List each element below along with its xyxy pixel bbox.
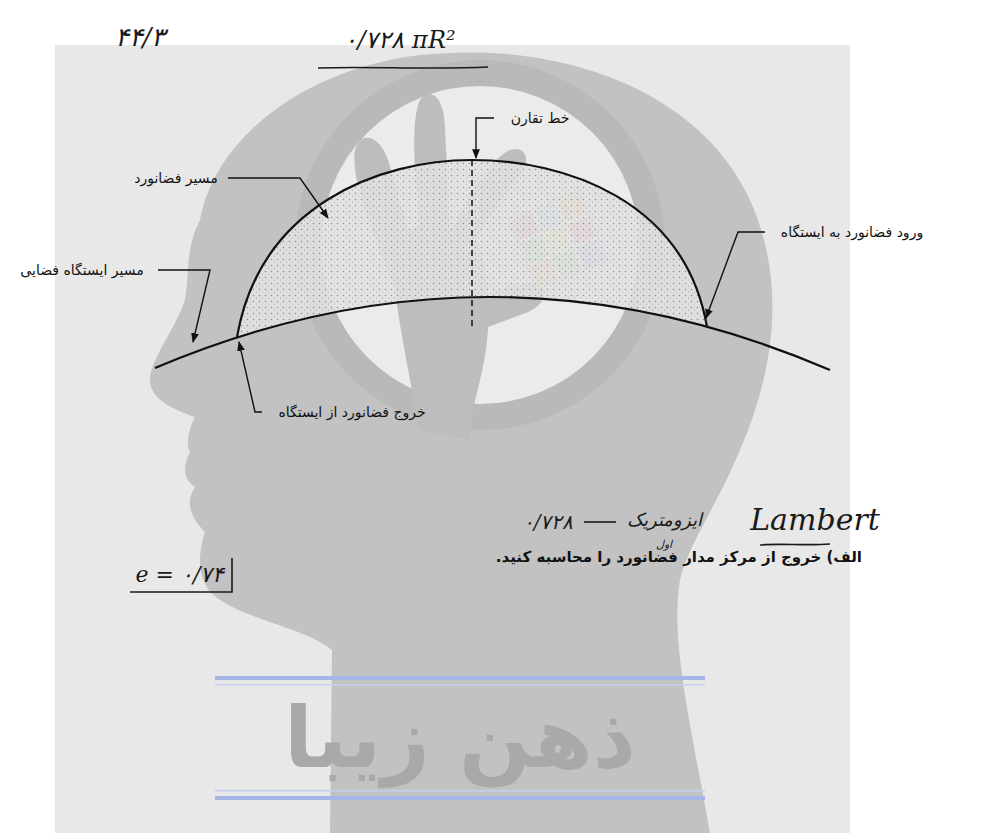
watermark: ذهن زیبا [284,688,636,789]
callout-label: خروج فضانورد از ایستگاه [278,404,425,421]
callout-label: خط تقارن [511,110,570,127]
question-text: الف) خروج از مرکز مدار فضانورد را محاسبه… [496,548,862,566]
station-path [155,297,830,370]
watermark-bars [215,676,705,800]
callout-label: مسیر فضانورد [134,170,218,187]
head-silhouette [150,52,772,833]
handwritten-note: ایزومتریک [627,509,702,531]
background-panel [55,45,850,833]
leader-lines [158,118,765,412]
handwritten-note: ۰/۷۲۸ πR² [344,26,455,55]
callout-label: ورود فضانورد به ایستگاه [781,224,923,241]
handwriting-strokes [130,67,830,592]
handwritten-note: Lambert [750,502,880,538]
callout-label: مسیر ایستگاه فضایی [20,262,143,279]
handwritten-note: e = ۰/۷۴ [136,562,225,588]
handwritten-note: ۰/۷۲۸ [523,510,574,534]
symmetry-line [471,160,473,326]
handwritten-note: ۴۴/۳ [115,22,166,53]
